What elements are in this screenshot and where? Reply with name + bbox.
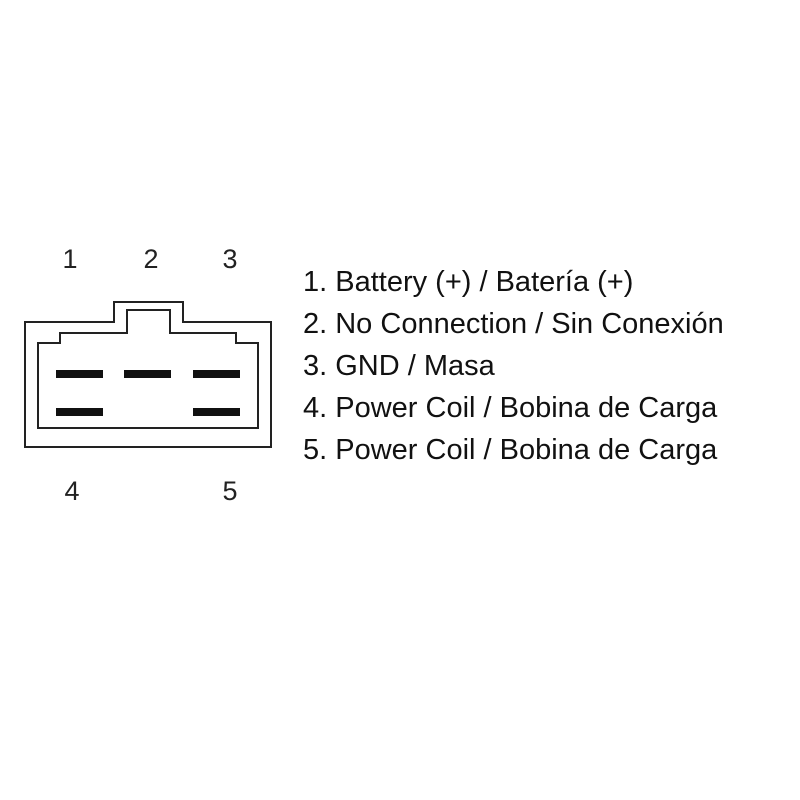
terminal-pin-2 — [124, 370, 171, 378]
pin-legend: 1. Battery (+) / Batería (+) 2. No Conne… — [303, 261, 724, 471]
terminal-pin-3 — [193, 370, 240, 378]
pin-number-5: 5 — [222, 476, 237, 506]
terminal-pin-1 — [56, 370, 103, 378]
legend-item-pin-1: 1. Battery (+) / Batería (+) — [303, 266, 634, 298]
legend-item-pin-3: 3. GND / Masa — [303, 350, 495, 382]
legend-item-pin-4: 4. Power Coil / Bobina de Carga — [303, 392, 718, 424]
legend-item-pin-5: 5. Power Coil / Bobina de Carga — [303, 434, 718, 466]
connector-outer-housing — [24, 301, 272, 448]
connector-inner-cavity — [37, 309, 259, 429]
pin-number-3: 3 — [222, 244, 237, 274]
pin-number-1: 1 — [62, 244, 77, 274]
terminal-pin-5 — [193, 408, 240, 416]
pin-number-4: 4 — [64, 476, 79, 506]
terminal-pin-4 — [56, 408, 103, 416]
pin-number-2: 2 — [143, 244, 158, 274]
legend-item-pin-2: 2. No Connection / Sin Conexión — [303, 308, 724, 340]
